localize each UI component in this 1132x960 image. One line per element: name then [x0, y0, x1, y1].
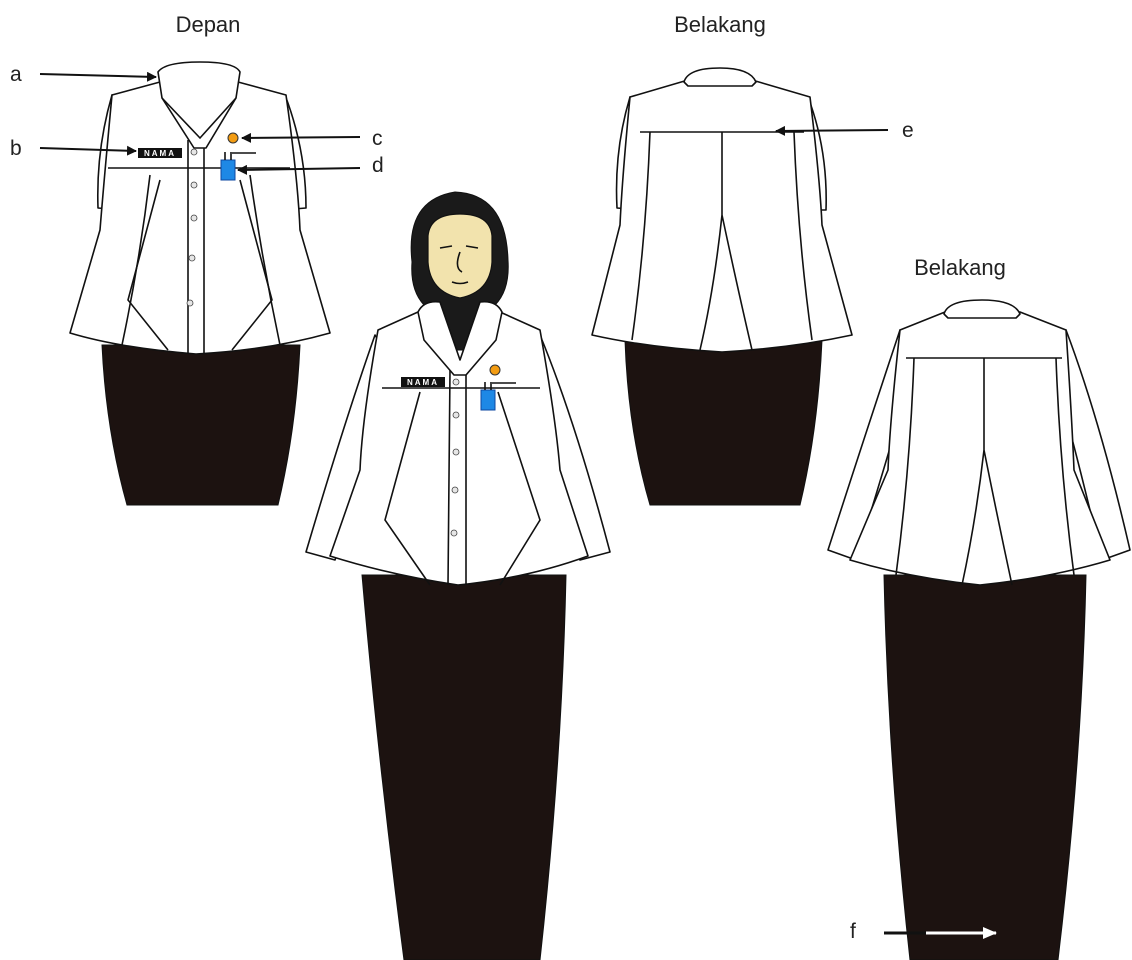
callout-f-label: f	[850, 920, 856, 943]
front-view-figure: NAMA	[70, 62, 330, 505]
front-name-tag-text: NAMA	[144, 149, 176, 158]
model-button	[452, 487, 458, 493]
model-skirt	[362, 575, 566, 960]
front-pin	[228, 133, 238, 143]
front-button	[187, 300, 193, 306]
back-collar-right	[944, 300, 1020, 318]
model-button	[451, 530, 457, 536]
front-button	[191, 182, 197, 188]
back-collar-top	[684, 68, 756, 86]
model-pin	[490, 365, 500, 375]
heading-back-right: Belakang	[914, 255, 1006, 280]
back-view-figure-right	[828, 300, 1130, 960]
back-skirt-top	[625, 340, 822, 505]
front-button	[191, 215, 197, 221]
back-skirt-right	[884, 575, 1086, 960]
front-button	[189, 255, 195, 261]
back-view-figure-top	[592, 68, 852, 505]
model-id-badge	[481, 390, 495, 410]
model-face	[428, 214, 492, 298]
callout-c-arrow	[242, 137, 360, 138]
callout-a-arrow	[40, 74, 156, 77]
callout-c-label: c	[372, 127, 383, 150]
front-id-badge	[221, 160, 235, 180]
callout-e-label: e	[902, 119, 914, 142]
front-button	[191, 149, 197, 155]
callout-a-label: a	[10, 63, 22, 86]
model-button	[453, 379, 459, 385]
model-figure: NAMA	[306, 192, 610, 960]
heading-front: Depan	[176, 12, 241, 37]
model-button	[453, 449, 459, 455]
model-button	[453, 412, 459, 418]
front-skirt	[102, 345, 300, 505]
callout-b-label: b	[10, 137, 22, 160]
callout-d-label: d	[372, 154, 384, 177]
heading-back-top: Belakang	[674, 12, 766, 37]
model-name-tag-text: NAMA	[407, 378, 439, 387]
callout-e-arrow	[776, 130, 888, 131]
